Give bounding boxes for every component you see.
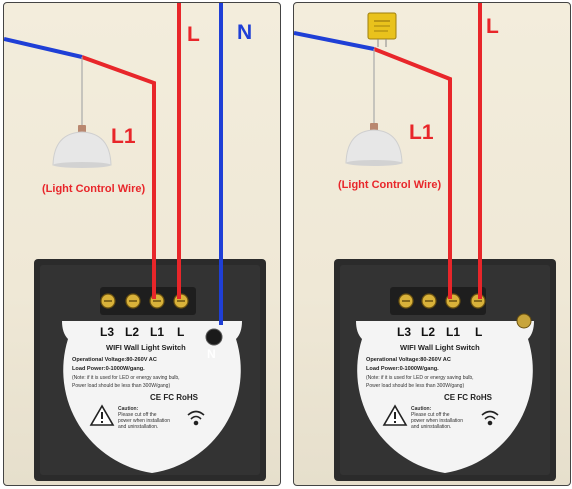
- capacitor-icon: [367, 12, 397, 47]
- terminal-label-l1: L1: [150, 325, 165, 339]
- warning-icon: [382, 404, 408, 426]
- wires: [4, 3, 223, 325]
- load-wire-label: L1: [409, 121, 434, 144]
- live-wire-label: L: [486, 15, 499, 38]
- terminal-label-l1: L1: [446, 325, 461, 339]
- sticker-title: WIFI Wall Light Switch: [400, 343, 480, 352]
- sticker-title: WIFI Wall Light Switch: [106, 343, 186, 352]
- right-wiring-drawing: [294, 3, 556, 481]
- caution-line-1: Please cut off the: [411, 412, 450, 418]
- live-wire-label: L: [187, 23, 200, 46]
- warning-icon: [89, 404, 115, 426]
- caution-line-1: Please cut off the: [118, 412, 157, 418]
- caution-line-3: and uninstallation.: [118, 424, 159, 430]
- sticker-note-1: (Note: if it is used for LED or energy s…: [72, 375, 180, 381]
- terminal-block: [100, 287, 196, 315]
- switch-sticker: [62, 321, 242, 473]
- caution-title: Caution:: [411, 406, 432, 412]
- terminal-label-n: N: [207, 347, 216, 361]
- light-control-wire-caption: (Light Control Wire): [338, 179, 442, 191]
- wifi-icon: [187, 410, 205, 426]
- caution-title: Caution:: [118, 406, 139, 412]
- sticker-power: Load Power:0-1000W/gang.: [366, 366, 439, 372]
- terminal-label-l2: L2: [125, 325, 140, 339]
- terminal-label-l: L: [475, 325, 483, 339]
- pendant-lamp-icon: [52, 57, 112, 168]
- certification-marks: CE FC RoHS: [444, 393, 492, 402]
- neutral-screw: [516, 313, 532, 329]
- terminal-label-l2: L2: [421, 325, 436, 339]
- sticker-voltage: Operational Voltage:80-260V AC: [72, 357, 157, 363]
- terminal-label-l: L: [177, 325, 185, 339]
- terminal-screws: [100, 293, 189, 309]
- caution-line-2: power when installation: [411, 418, 463, 424]
- caution-line-2: power when installation: [118, 418, 170, 424]
- neutral-wire-label: N: [237, 21, 253, 44]
- sticker-note-2: Power load should be less than 300W/gang…: [72, 383, 171, 389]
- sticker-power: Load Power:0-1000W/gang.: [72, 366, 145, 372]
- neutral-hole: [205, 328, 223, 346]
- load-wire-label: L1: [111, 125, 136, 148]
- right-wiring-panel: L L1 (Light Control Wire) L3 L2 L1 L WIF…: [293, 2, 571, 486]
- pendant-lamp-icon: [345, 49, 403, 166]
- wires: [294, 3, 482, 299]
- left-wiring-panel: L N L1 (Light Control Wire) L3 L2 L1 L N…: [3, 2, 281, 486]
- terminal-block: [390, 287, 486, 315]
- wifi-icon: [481, 410, 499, 426]
- left-wiring-drawing: [4, 3, 266, 481]
- certification-marks: CE FC RoHS: [150, 393, 198, 402]
- caution-line-3: and uninstallation.: [411, 424, 452, 430]
- light-control-wire-caption: (Light Control Wire): [42, 183, 146, 195]
- sticker-voltage: Operational Voltage:80-260V AC: [366, 357, 451, 363]
- terminal-label-l3: L3: [100, 325, 115, 339]
- terminal-label-l3: L3: [397, 325, 412, 339]
- switch-sticker: [356, 321, 534, 473]
- sticker-note-1: (Note: if it is used for LED or energy s…: [366, 375, 474, 381]
- sticker-note-2: Power load should be less than 300W/gang…: [366, 383, 465, 389]
